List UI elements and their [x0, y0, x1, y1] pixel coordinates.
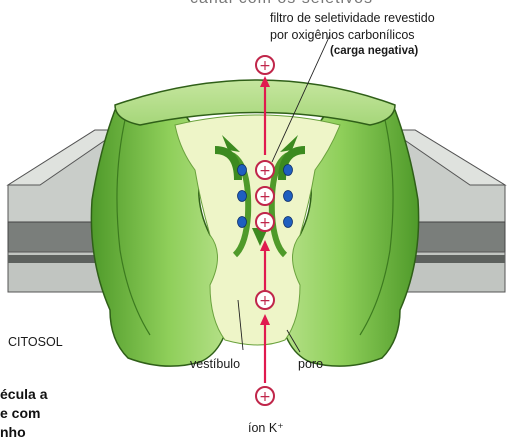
potassium-ion-1: +	[256, 56, 274, 74]
left-cut-text: écula a e com nho	[0, 385, 47, 442]
left-cut-line1: écula a	[0, 385, 47, 404]
top-cut-caption: canal com os seletivos	[190, 0, 373, 8]
pore-label: poro	[298, 357, 323, 371]
ion-plus-sign: +	[259, 293, 271, 309]
vestibule-label: vestíbulo	[190, 357, 240, 371]
filter-label-line2: por oxigênios carbonílicos	[270, 28, 415, 42]
cytosol-label: CITOSOL	[8, 335, 63, 349]
ion-plus-sign: +	[259, 215, 271, 231]
filter-label-line1: filtro de seletividade revestido	[270, 11, 435, 25]
ion-label: íon K⁺	[248, 420, 284, 435]
potassium-ion-5: +	[256, 291, 274, 309]
ion-plus-sign: +	[259, 389, 271, 405]
left-cut-line3: nho	[0, 423, 47, 442]
potassium-ion-4: +	[256, 213, 274, 231]
negative-charge-label: (carga negativa)	[330, 45, 418, 57]
ion-plus-sign: +	[259, 58, 271, 74]
left-cut-line2: e com	[0, 404, 47, 423]
potassium-ion-3: +	[256, 187, 274, 205]
ion-plus-sign: +	[259, 163, 271, 179]
ion-plus-sign: +	[259, 189, 271, 205]
potassium-ion-6: +	[256, 387, 274, 405]
potassium-ion-2: +	[256, 161, 274, 179]
